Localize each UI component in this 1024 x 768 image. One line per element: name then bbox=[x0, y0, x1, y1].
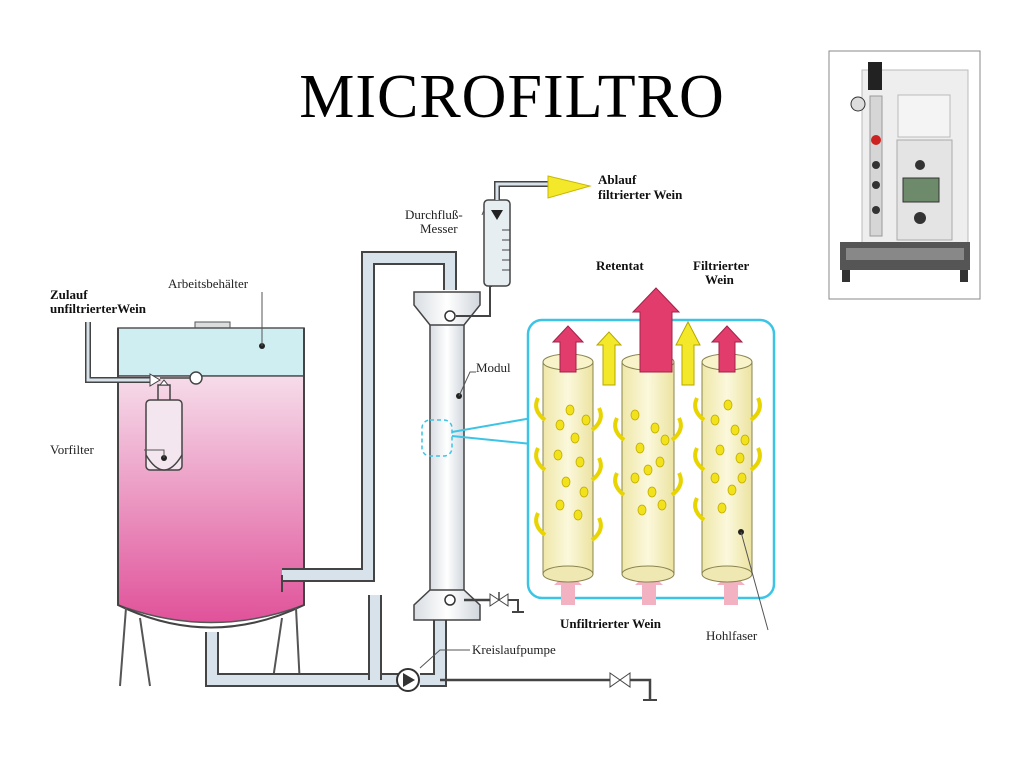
hohlfaser-inset bbox=[526, 287, 776, 605]
label-ablauf: Ablauf bbox=[598, 172, 637, 187]
label-durchfluss: Durchfluß- bbox=[405, 207, 463, 222]
label-ablauf-2: filtrierter Wein bbox=[598, 187, 683, 202]
label-durchfluss-2: Messer bbox=[420, 221, 458, 236]
label-zulauf: Zulauf bbox=[50, 287, 88, 302]
arbeitsbehaelter-tank bbox=[117, 321, 305, 687]
machine-photo bbox=[828, 50, 981, 300]
label-modul: Modul bbox=[476, 360, 511, 375]
label-zulauf-2: unfiltrierterWein bbox=[50, 301, 147, 316]
label-retentat: Retentat bbox=[596, 258, 644, 273]
zulauf-pipe bbox=[85, 322, 203, 387]
label-vorfilter: Vorfilter bbox=[50, 442, 94, 457]
ablauf-pipe bbox=[456, 175, 592, 317]
label-unfiltrierter-wein: Unfiltrierter Wein bbox=[560, 616, 662, 631]
label-filtrierter: Filtrierter bbox=[693, 258, 750, 273]
kreislaufpumpe-icon bbox=[396, 668, 420, 692]
circulation-pipes bbox=[205, 251, 657, 701]
label-hohlfaser: Hohlfaser bbox=[706, 628, 758, 643]
label-kreislaufpumpe: Kreislaufpumpe bbox=[472, 642, 556, 657]
page-title: MICROFILTRO bbox=[299, 63, 725, 131]
filter-module bbox=[413, 291, 524, 621]
label-filtrierter-2: Wein bbox=[705, 272, 735, 287]
label-arbeitsbehaelter: Arbeitsbehälter bbox=[168, 276, 249, 291]
